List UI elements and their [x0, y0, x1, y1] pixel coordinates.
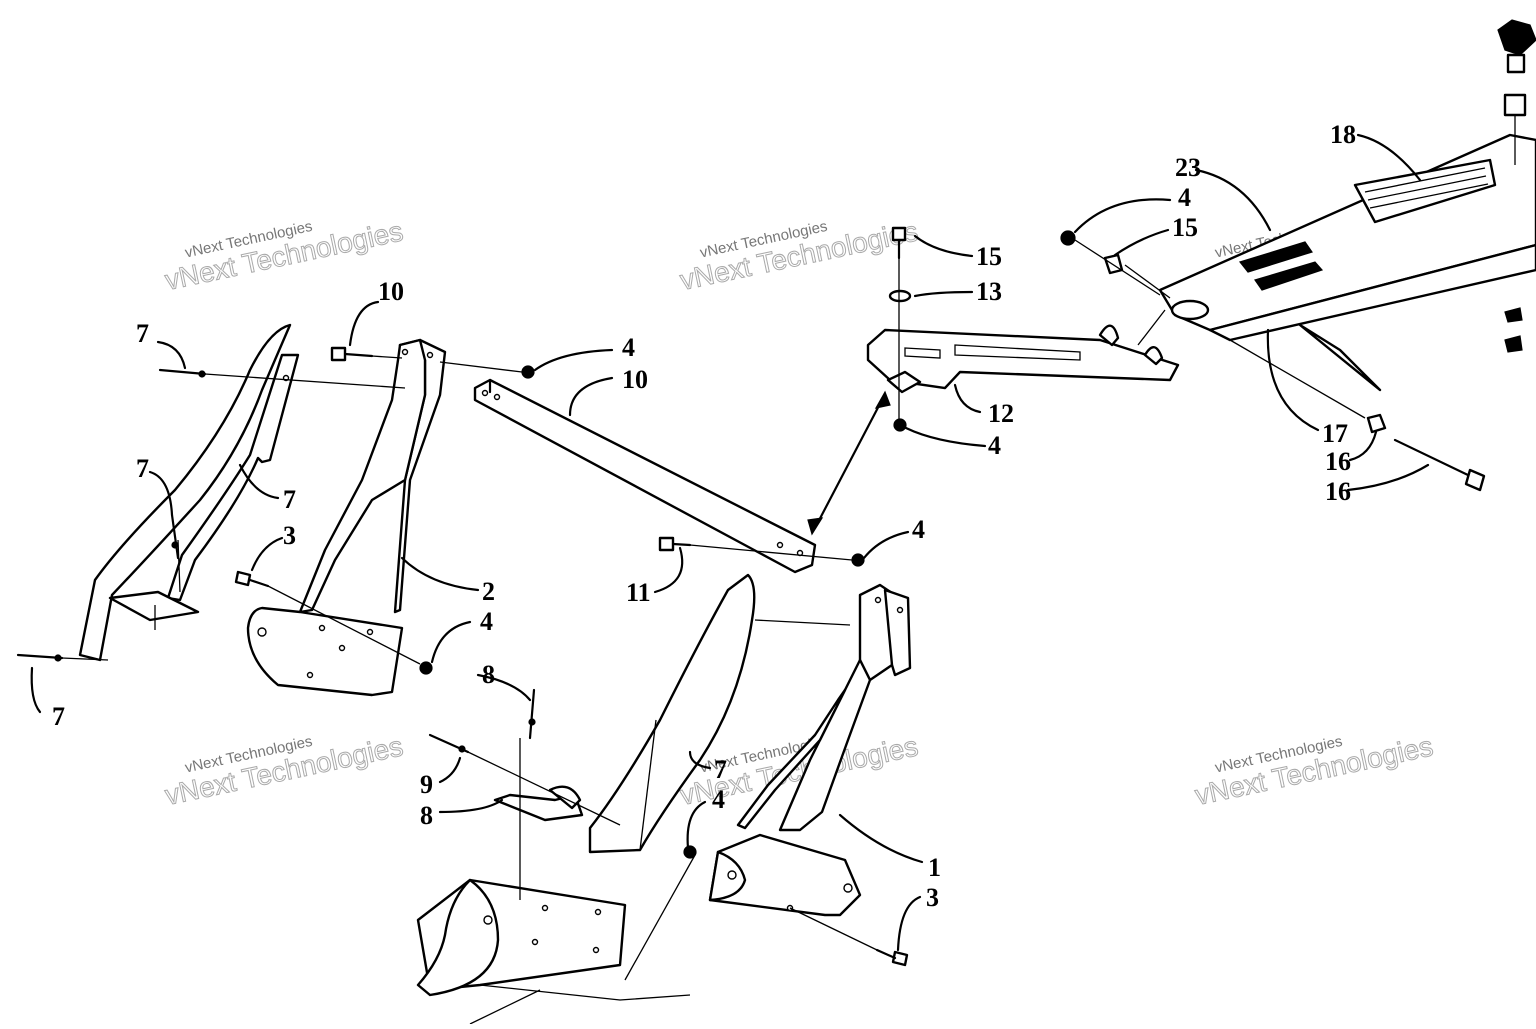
callout-7: 8 [482, 660, 495, 689]
watermark-2: vNext Technologies vNext Technologies [677, 215, 921, 297]
callout-12: 13 [976, 277, 1002, 306]
lower-plate [416, 878, 691, 1025]
callout-17: 17 [1322, 419, 1348, 448]
callout-4: 4 [480, 607, 493, 636]
callout-4: 4 [1178, 183, 1191, 212]
callout-4: 4 [622, 333, 635, 362]
callout-18: 18 [1330, 120, 1356, 149]
callout-2: 2 [482, 577, 495, 606]
callout-11: 12 [988, 399, 1014, 428]
callout-4: 4 [988, 431, 1001, 460]
callout-7: 7 [52, 702, 65, 731]
part-18-frame [1158, 133, 1536, 392]
callout-15: 15 [1172, 213, 1198, 242]
callout-6: 7 [283, 485, 296, 514]
callout-5: 7 [714, 755, 727, 784]
callout-15: 16 [1325, 447, 1351, 476]
callout-7: 7 [136, 454, 149, 483]
callout-13: 15 [976, 242, 1002, 271]
part-1-bracket [708, 583, 912, 917]
part-5-plate [588, 573, 756, 854]
callout-4: 4 [912, 515, 925, 544]
callout-23: 23 [1175, 153, 1201, 182]
callout-10: 10 [378, 277, 404, 306]
part-11-bracket [866, 324, 1180, 394]
callout-3: 3 [926, 883, 939, 912]
watermark-1: vNext Technologies vNext Technologies [162, 215, 406, 297]
callout-3: 3 [283, 521, 296, 550]
watermark-6: vNext Technologies vNext Technologies [1192, 730, 1436, 812]
part-2-bracket [246, 338, 447, 697]
leader-lines [30, 133, 1430, 952]
callout-16: 16 [1325, 477, 1351, 506]
fasteners [16, 19, 1536, 967]
callout-7: 9 [420, 770, 433, 799]
assembly-lines [61, 115, 1516, 981]
callout-8: 8 [420, 801, 433, 830]
callout-7: 7 [136, 319, 149, 348]
callout-1: 1 [928, 853, 941, 882]
callout-labels: 7 7 7 8 9 10 11 4 10 7 3 2 4 10 8 7 4 1 … [52, 120, 1356, 912]
part-8-bracket [493, 785, 584, 822]
callout-9: 10 [622, 365, 648, 394]
part-9-crossbar [473, 378, 817, 574]
callout-10: 11 [626, 578, 651, 607]
callout-4: 4 [712, 785, 725, 814]
watermark-4: vNext Technologies vNext Technologies [162, 730, 406, 812]
part-6-bracket [78, 323, 300, 662]
